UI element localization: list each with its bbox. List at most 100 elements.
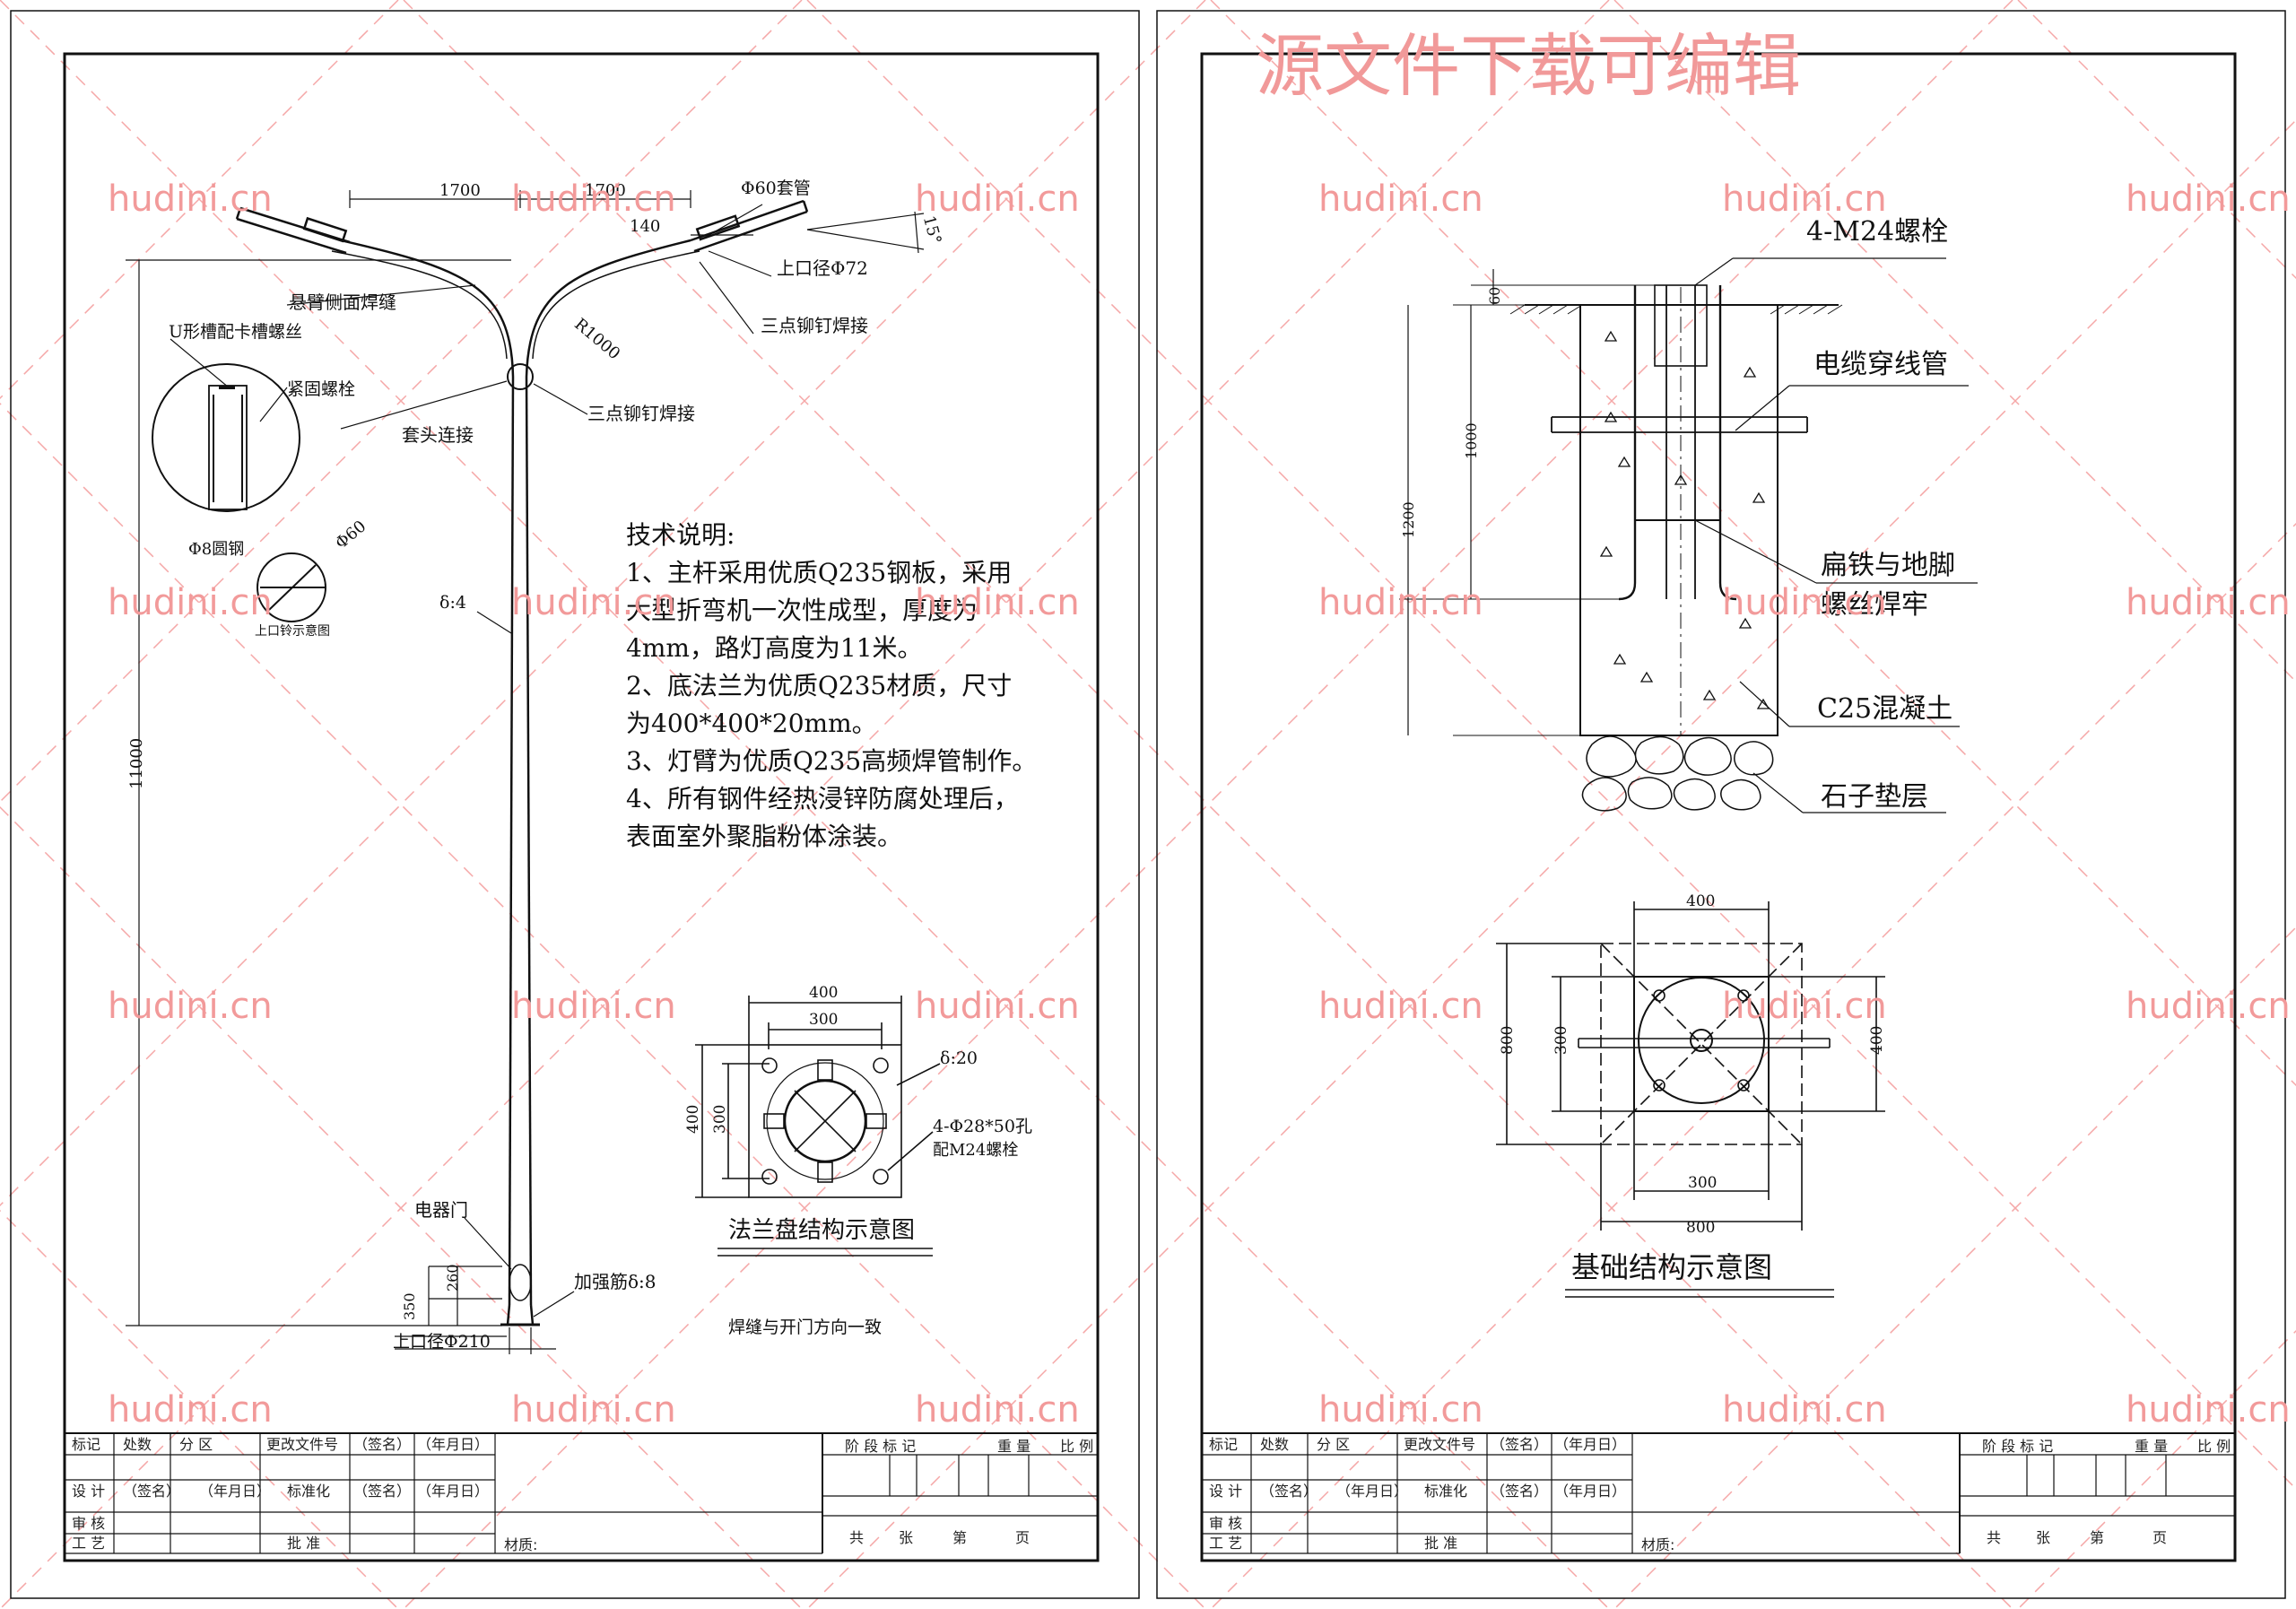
tb-total: 共 [849, 1529, 864, 1546]
label-top-dia: 上口径Φ72 [777, 257, 868, 279]
watermark-site: hudini.cn [2126, 582, 2291, 623]
watermark-diagonal [2017, 0, 2296, 280]
watermark-diagonal [403, 0, 2013, 1609]
flange-caption: 法兰盘结构示意图 [728, 1217, 915, 1244]
left-sheet [10, 10, 1140, 1599]
foundation-section [1399, 257, 1978, 813]
watermark-diagonal [0, 0, 1206, 1207]
pole-dimensions [126, 190, 925, 1354]
watermark-site: hudini.cn [1722, 986, 1887, 1027]
dim-sleeve-len: 140 [630, 217, 660, 236]
foundation-plan [1496, 901, 1885, 1298]
label-phi60: Φ60 [332, 517, 370, 552]
watermark-site: hudini.cn [2126, 178, 2291, 220]
tb-total: 共 [1987, 1529, 2001, 1546]
watermark-site: hudini.cn [2126, 1389, 2291, 1431]
label-round-steel: Φ8圆钢 [188, 540, 244, 559]
tech-line: 大型折弯机一次性成型，厚度为 [626, 596, 978, 625]
watermark-diagonal [1210, 0, 2296, 1087]
label-rivet-weld-1: 三点铆钉焊接 [761, 315, 868, 336]
watermark-site: hudini.cn [1722, 178, 1887, 220]
dim-door-h: 260 [444, 1264, 461, 1292]
tb-weight: 重 量 [997, 1438, 1031, 1455]
label-bottom-dia: 上口径Φ210 [393, 1332, 491, 1352]
flange-bolts: 配M24螺栓 [933, 1141, 1018, 1160]
tb-material: 材质: [504, 1536, 537, 1553]
watermark-diagonal [2017, 1329, 2296, 1609]
tb-unit: 页 [2152, 1529, 2167, 1546]
tb-approve-cell: 批 准 [287, 1535, 320, 1552]
tb-sheet: 张 [899, 1529, 913, 1546]
tb-sign-cell: 设 计 [72, 1483, 105, 1500]
tech-title: 技术说明: [626, 520, 735, 550]
dim-height: 11000 [127, 738, 146, 789]
tb-unit: 页 [1015, 1529, 1030, 1546]
watermark-site: hudini.cn [511, 1389, 676, 1431]
watermark-site: hudini.cn [511, 986, 676, 1027]
tech-line: 1、主杆采用优质Q235钢板，采用 [626, 558, 1012, 587]
tb-sign-cell: （年月日） [1336, 1483, 1408, 1500]
watermark-diagonal [0, 1209, 399, 1609]
tech-line: 3、灯臂为优质Q235高频焊管制作。 [626, 746, 1037, 776]
watermark-site: hudini.cn [1318, 582, 1483, 623]
tb-header-cell: 处数 [1260, 1436, 1289, 1453]
left-sheet-inner-border [63, 52, 1100, 1562]
watermark-site: hudini.cn [1318, 1389, 1483, 1431]
plan-bottom-outer: 800 [1686, 1219, 1715, 1237]
watermark-diagonal [0, 805, 803, 1609]
label-door: 电器门 [414, 1199, 468, 1221]
label-bolts: 4-M24螺栓 [1806, 216, 1948, 248]
left-sheet-outer-border [10, 10, 1140, 1599]
tb-sign-cell: （年月日） [417, 1483, 489, 1500]
tb-header-cell: （签名） [1491, 1436, 1548, 1453]
left-title-block: 标记处数分 区更改文件号（签名）（年月日）设 计（签名）（年月日）标准化（签名）… [65, 1432, 1098, 1554]
tb-header-cell: （年月日） [1554, 1436, 1626, 1453]
label-gravel: 石子垫层 [1821, 781, 1928, 813]
tb-page: 第 [952, 1529, 967, 1546]
plan-top-w: 400 [1686, 892, 1715, 910]
label-sleeve-joint: 套头连接 [402, 424, 474, 446]
watermark-site: hudini.cn [915, 1389, 1080, 1431]
watermark-site: hudini.cn [108, 178, 273, 220]
watermark-diagonal [0, 0, 1610, 1609]
tb-scale: 比 例 [2197, 1438, 2231, 1455]
flange-h-inner: 300 [711, 1105, 729, 1134]
tb-header-cell: 处数 [123, 1436, 152, 1453]
tb-sign-cell: （年月日） [1554, 1483, 1626, 1500]
dim-arm-right: 1700 [585, 181, 626, 200]
flange-text: 400 300 400 300 δ:20 4-Φ28*50孔 配M24螺栓 法兰… [684, 984, 1032, 1244]
right-sheet [1156, 10, 2286, 1599]
tb-stage: 阶 段 标 记 [845, 1438, 916, 1455]
tech-notes: 技术说明: 1、主杆采用优质Q235钢板，采用 大型折弯机一次性成型，厚度为 4… [626, 520, 1037, 851]
watermark-header: 源文件下载可编辑 [1256, 26, 1801, 106]
tb-header-cell: （年月日） [417, 1436, 489, 1453]
watermark-diagonal [806, 118, 2296, 1609]
tb-header-cell: 更改文件号 [1404, 1436, 1475, 1453]
tb-process-cell: 工 艺 [72, 1535, 105, 1552]
flange-w-outer: 400 [809, 984, 838, 1002]
tb-approve-cell: 批 准 [1424, 1535, 1457, 1552]
dim-door-bottom: 350 [401, 1292, 418, 1320]
tb-weight: 重 量 [2135, 1438, 2168, 1455]
plan-left-outer: 800 [1499, 1026, 1517, 1055]
dim-total: 1200 [1400, 501, 1417, 538]
top-mouth-detail [257, 552, 326, 622]
tech-line: 2、底法兰为优质Q235材质，尺寸 [626, 671, 1012, 700]
watermark-site: hudini.cn [1318, 986, 1483, 1027]
label-u-slot: U形槽配卡槽螺丝 [169, 322, 302, 342]
dim-arm-left: 1700 [439, 181, 481, 200]
tb-sign-cell: 设 计 [1209, 1483, 1242, 1500]
plan-bottom-inner: 300 [1688, 1174, 1717, 1192]
tb-sign-cell: （签名） [353, 1483, 411, 1500]
tb-page: 第 [2090, 1529, 2104, 1546]
watermark-site: hudini.cn [1722, 1389, 1887, 1431]
watermark-site: hudini.cn [1318, 178, 1483, 220]
watermark-site: hudini.cn [2126, 986, 2291, 1027]
tb-header-cell: 分 区 [179, 1436, 213, 1453]
tb-scale: 比 例 [1060, 1438, 1093, 1455]
plan-caption: 基础结构示意图 [1571, 1250, 1772, 1284]
watermark-site: hudini.cn [915, 178, 1080, 220]
tb-review-cell: 审 核 [1209, 1515, 1242, 1532]
tb-stage: 阶 段 标 记 [1982, 1438, 2053, 1455]
label-rivet-weld-2: 三点铆钉焊接 [587, 403, 695, 424]
